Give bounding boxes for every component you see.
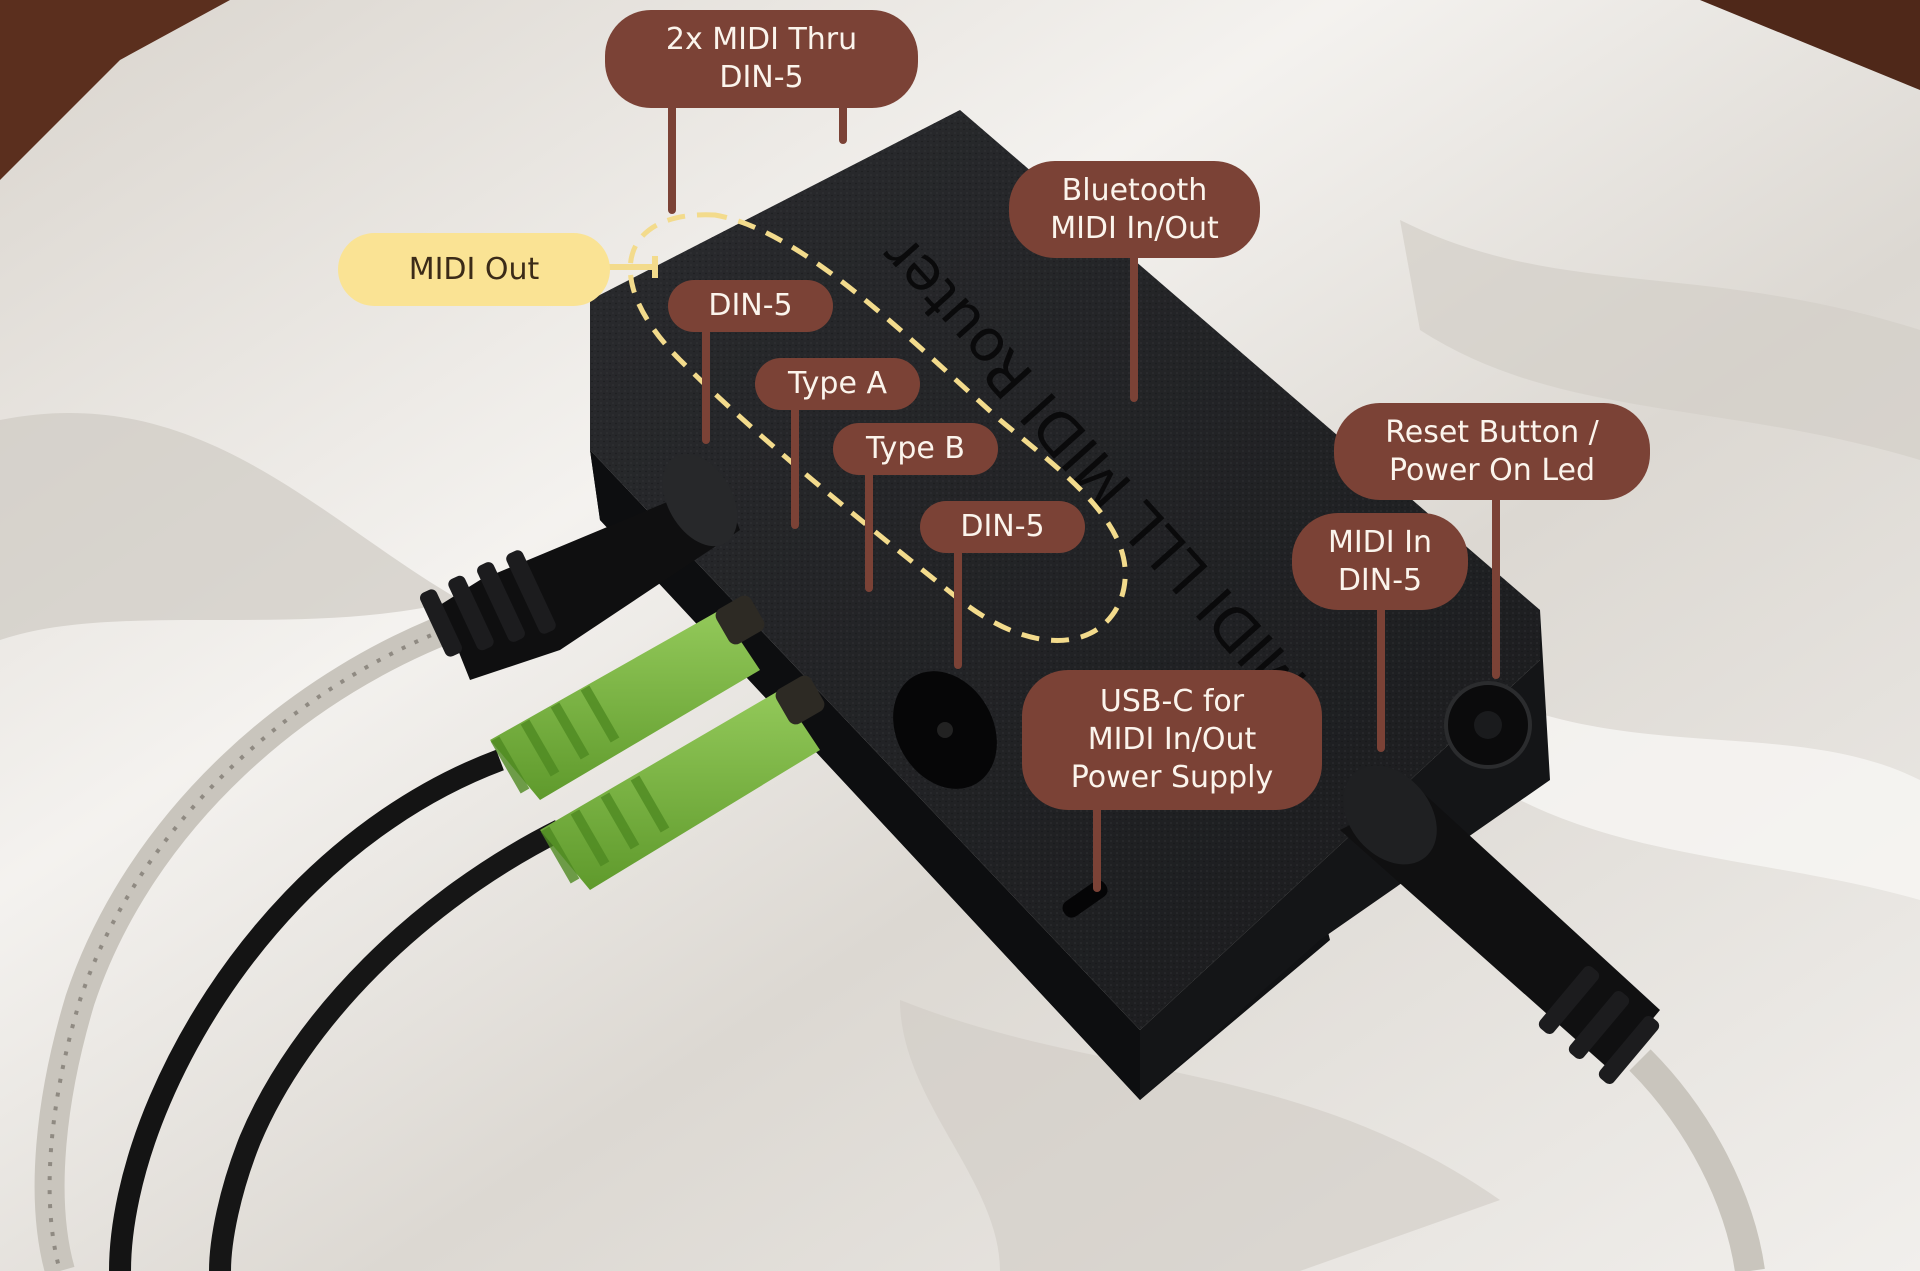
callout-type-a-text: Type A [788,366,887,401]
green-trs-plug-upper [490,595,765,800]
leader-lines [668,96,1500,892]
callout-din5-upper: DIN-5 [668,280,833,332]
fabric-fold [900,1000,1500,1271]
clear-usb-cable-right [1629,1049,1765,1271]
fabric-fold [1400,220,1920,460]
callout-type-b-text: Type B [865,431,966,466]
callout-din5-lower: DIN-5 [920,501,1085,553]
callout-reset-button-text: Reset Button / Power On Led [1385,414,1599,488]
callout-midi-out-text: MIDI Out [408,251,540,287]
callout-midi-in-text: MIDI In DIN-5 [1327,524,1433,598]
din-connector-right [1340,765,1660,1084]
callout-din5-lower-text: DIN-5 [960,509,1045,544]
black-audio-cable [109,749,504,1271]
callout-midi-thru: 2x MIDI Thru DIN-5 [605,10,918,108]
device-right-face [1140,610,1550,1100]
clear-usb-cable-left [34,605,475,1271]
callout-midi-out: MIDI Out [338,233,610,306]
callout-usb-c-text: USB-C for MIDI In/Out Power Supply [1070,684,1274,795]
callout-usb-c: USB-C for MIDI In/Out Power Supply [1022,670,1322,810]
din-connector-left [420,453,740,680]
callout-bluetooth: Bluetooth MIDI In/Out [1009,161,1260,258]
midi-out-highlight-outline [627,212,1128,643]
green-trs-plug-lower [540,675,825,890]
black-audio-cable [209,820,565,1271]
midi-out-leader [608,256,658,278]
callout-type-b: Type B [833,423,998,475]
fabric-fold [0,412,460,640]
callout-bluetooth-text: Bluetooth MIDI In/Out [1050,172,1219,246]
callout-midi-thru-text: 2x MIDI Thru DIN-5 [665,22,858,95]
wood-corner-left [0,0,230,180]
callout-din5-upper-text: DIN-5 [708,288,793,323]
callout-reset-button: Reset Button / Power On Led [1334,403,1650,500]
fabric-fold [1500,700,1920,900]
power-led [1474,711,1502,739]
callout-type-a: Type A [755,358,920,410]
wood-corner-right [1700,0,1920,90]
callout-midi-in: MIDI In DIN-5 [1292,513,1468,610]
